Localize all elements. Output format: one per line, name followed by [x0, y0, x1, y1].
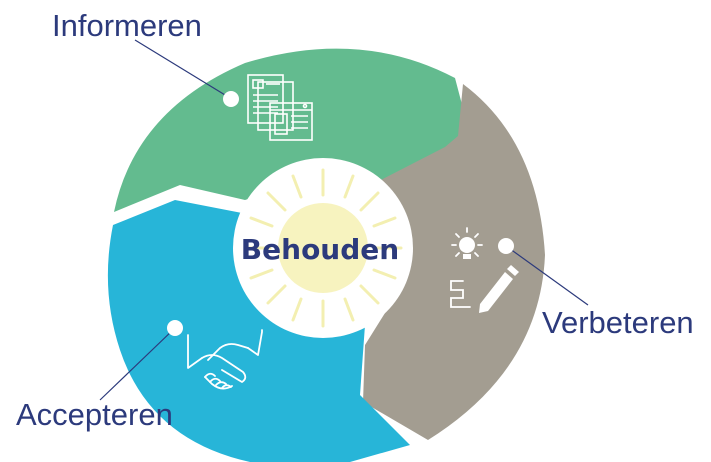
label-accepteren: Accepteren — [16, 397, 173, 432]
connectors — [99, 39, 589, 401]
segment-accepteren — [107, 200, 410, 462]
connector-verbeteren — [505, 245, 589, 306]
center-label: Behouden — [241, 233, 399, 266]
connector-accepteren — [99, 327, 176, 401]
lightbulb-pencil-icon — [450, 227, 519, 313]
documents-icon — [247, 74, 313, 141]
segment-verbeteren — [363, 84, 545, 440]
connector-informeren — [134, 39, 231, 99]
label-verbeteren: Verbeteren — [542, 305, 694, 340]
connector-dot-verbeteren — [498, 238, 514, 254]
label-informeren: Informeren — [52, 8, 202, 43]
connector-dot-informeren — [223, 91, 239, 107]
sun-core — [278, 203, 368, 293]
connector-dot-accepteren — [167, 320, 183, 336]
sun-rays — [243, 168, 403, 328]
handshake-icon — [187, 329, 263, 390]
